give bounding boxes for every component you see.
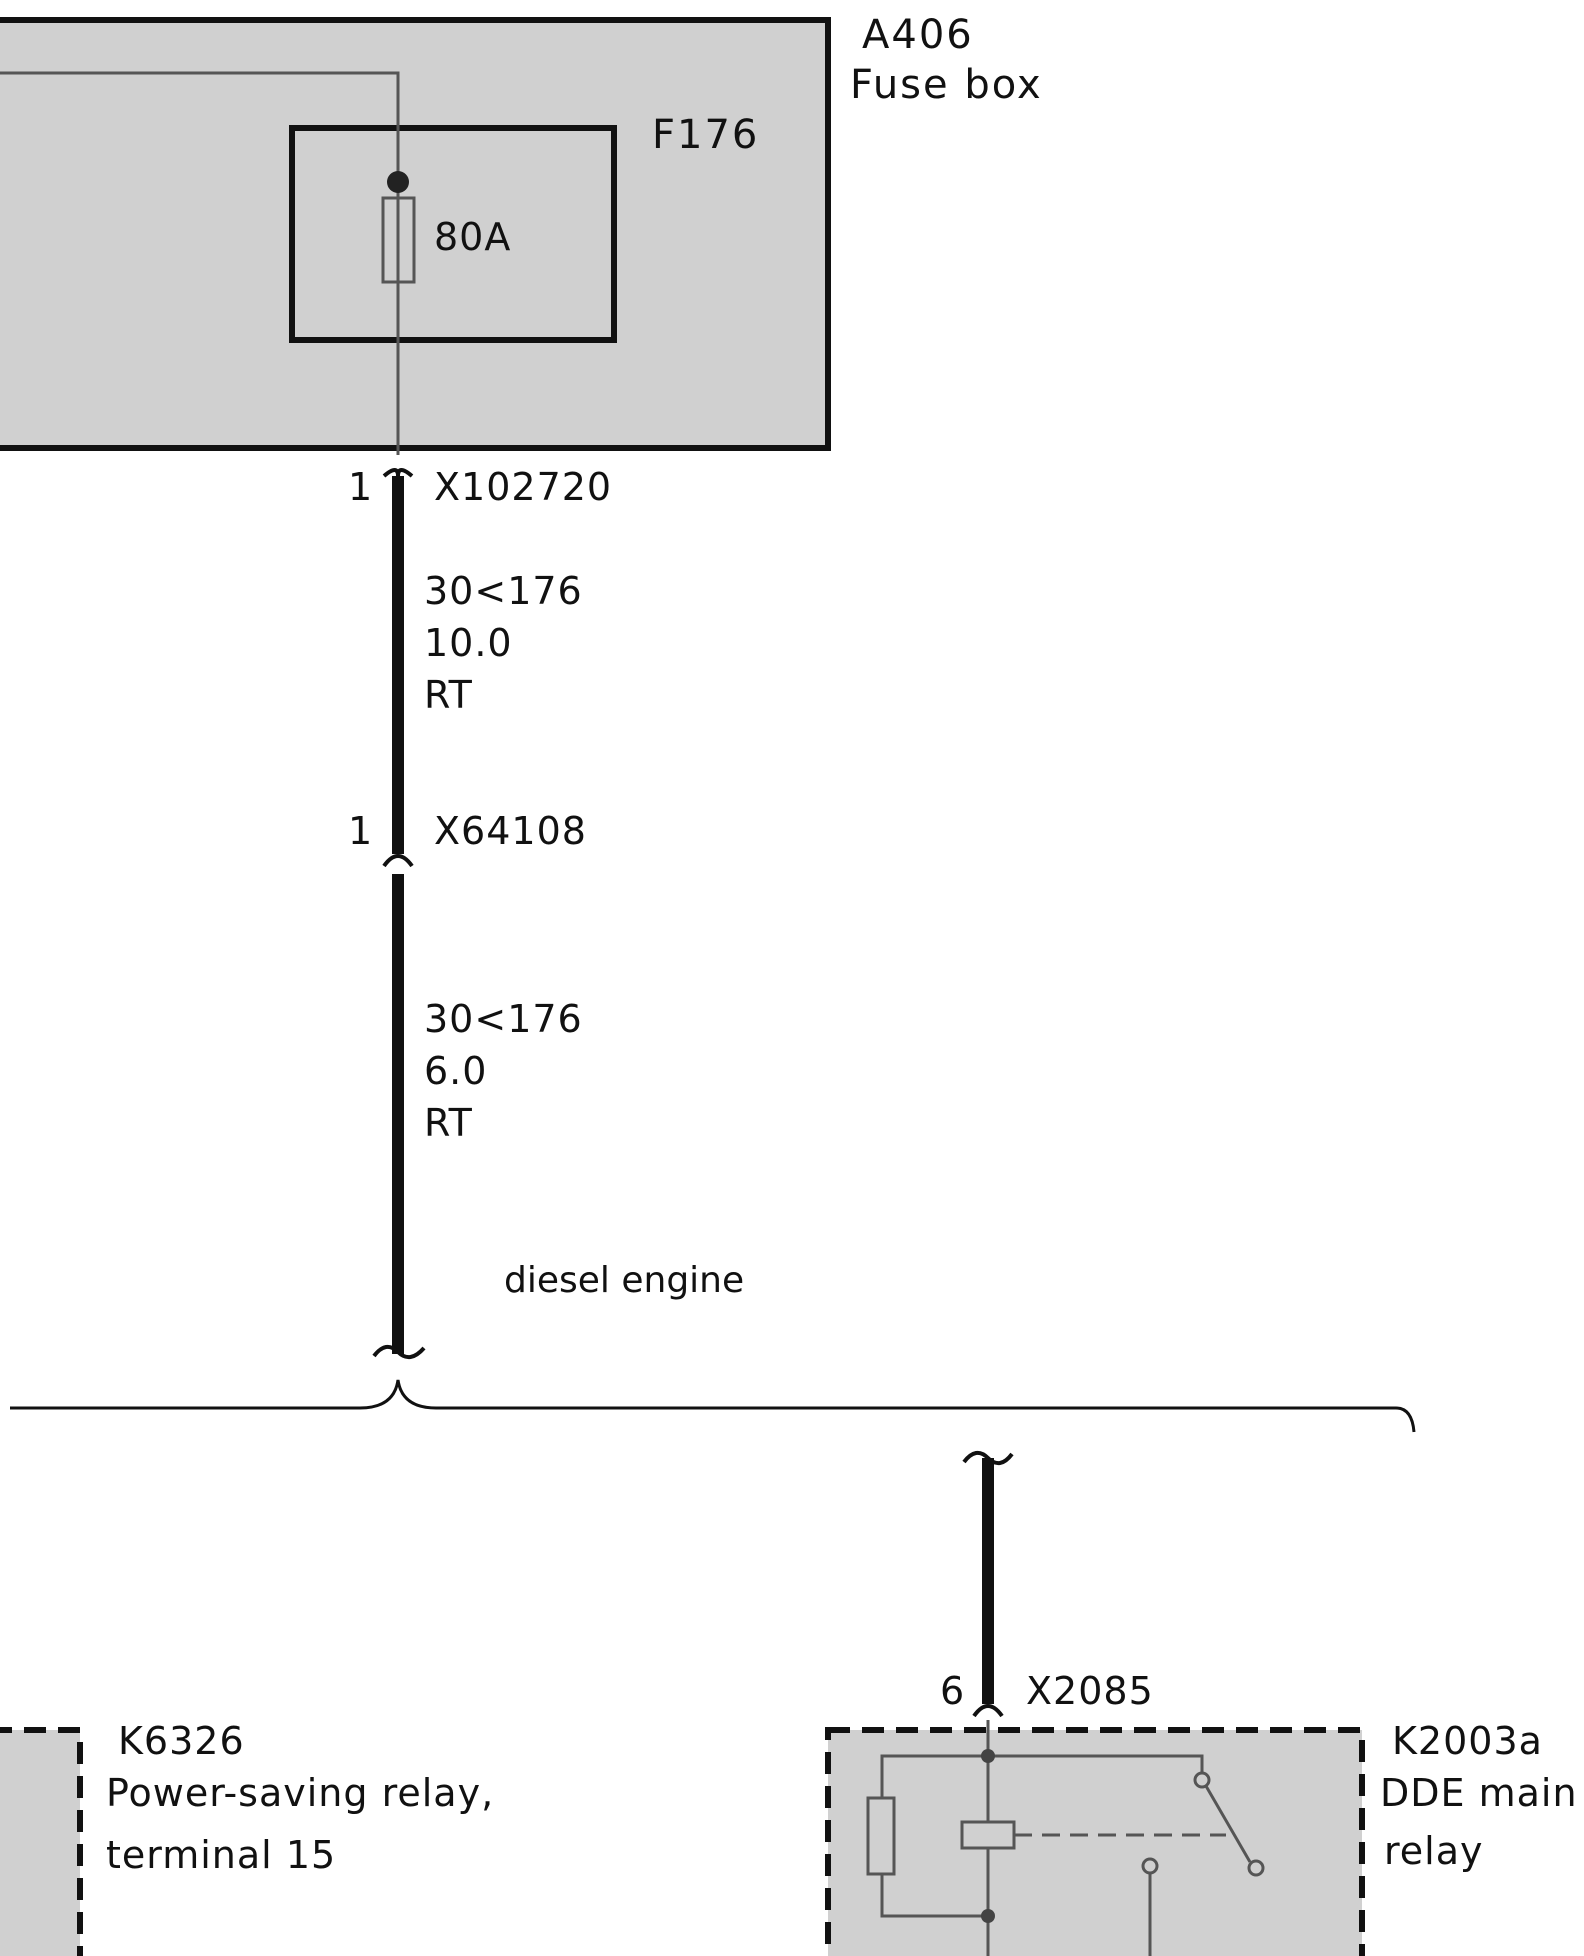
power-saving-relay-box <box>0 1727 83 1956</box>
junction-dot <box>387 171 409 193</box>
fuse-id: F176 <box>652 112 759 158</box>
dde-main-relay-name-2: relay <box>1384 1829 1484 1873</box>
power-saving-relay-name-2: terminal 15 <box>106 1833 336 1877</box>
connector-relay-pin: 6 <box>940 1669 965 1713</box>
dde-main-relay-name-1: DDE main <box>1380 1771 1578 1815</box>
connector-top-pin: 1 <box>348 465 373 509</box>
variant-label: diesel engine <box>504 1260 744 1301</box>
power-saving-relay-name-1: Power-saving relay, <box>106 1771 494 1815</box>
wire2-color: RT <box>424 1101 473 1145</box>
power-saving-relay-id: K6326 <box>118 1719 245 1763</box>
fuse-box-id: A406 <box>862 12 974 58</box>
connector-x102720-symbol <box>382 468 414 478</box>
wire1-circuit: 30<176 <box>424 569 583 613</box>
wire-break-top <box>372 1344 426 1360</box>
dde-main-relay-box <box>825 1727 1365 1956</box>
fuse-box-name: Fuse box <box>850 62 1043 108</box>
wire2-circuit: 30<176 <box>424 997 583 1041</box>
fuse-rating: 80A <box>434 215 511 259</box>
variant-brace <box>10 1379 1416 1433</box>
fuse-symbol <box>381 196 416 284</box>
connector-x2085-symbol <box>972 1704 1004 1718</box>
connector-top-id: X102720 <box>434 465 612 509</box>
relay-junction-bottom <box>981 1909 995 1923</box>
wire1-color: RT <box>424 673 473 717</box>
wire1-cross-section: 10.0 <box>424 621 513 665</box>
fuse-holder-f176 <box>289 125 617 343</box>
relay-junction-top <box>981 1749 995 1763</box>
wire2-cross-section: 6.0 <box>424 1049 487 1093</box>
connector-middle-id: X64108 <box>434 809 587 853</box>
connector-middle-pin: 1 <box>348 809 373 853</box>
dde-main-relay-id: K2003a <box>1392 1719 1543 1763</box>
internal-feed-wire <box>0 71 400 455</box>
connector-relay-id: X2085 <box>1026 1669 1154 1713</box>
connector-x64108-symbol <box>382 854 414 868</box>
